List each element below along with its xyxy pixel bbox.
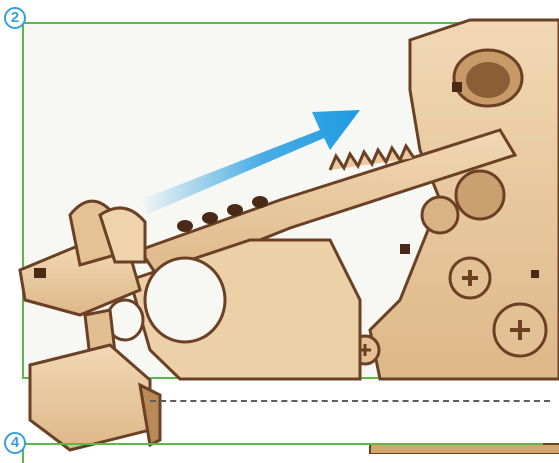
step-divider: [150, 400, 550, 402]
step-4-frame: [22, 443, 543, 463]
step-number-badge: 4: [4, 432, 26, 454]
step-number-badge: 2: [4, 7, 26, 29]
latch-piece: [20, 201, 160, 450]
